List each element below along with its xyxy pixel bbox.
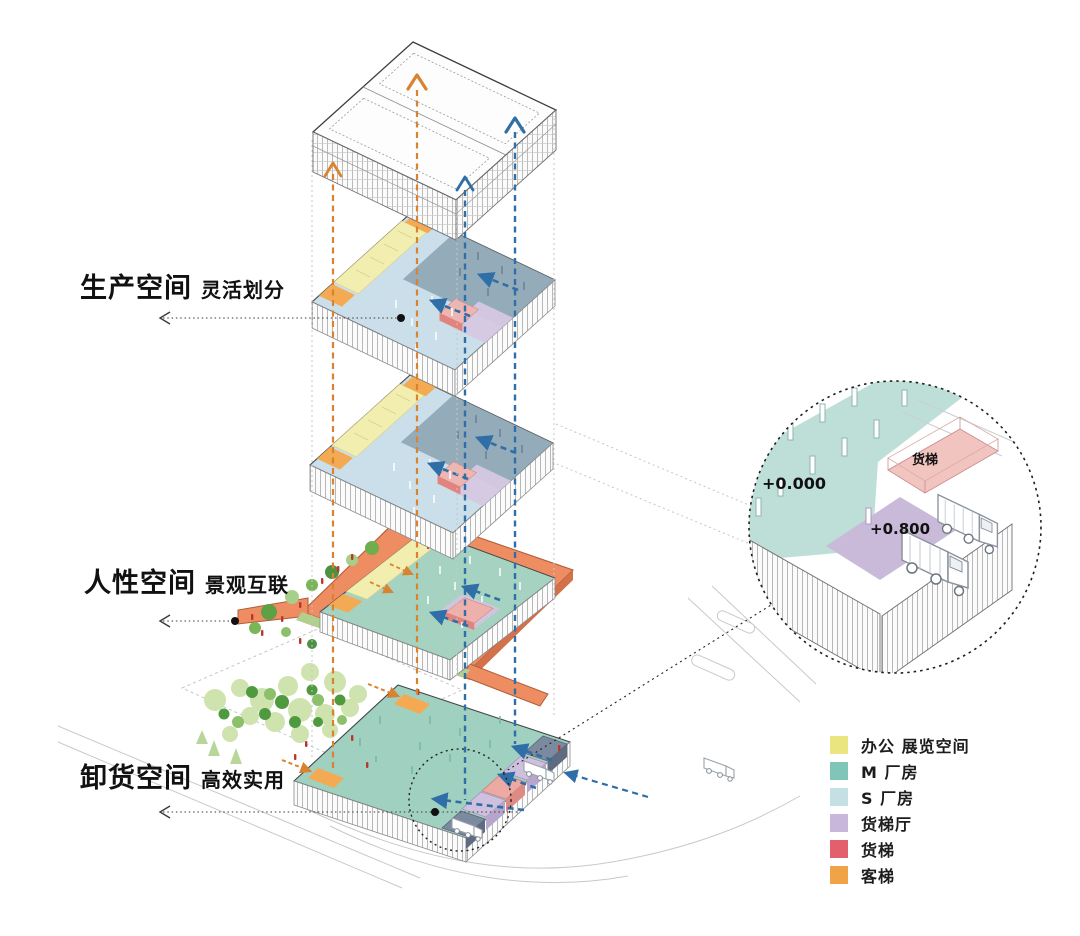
section-subtitle: 高效实用: [201, 768, 285, 792]
legend-row: M 厂房: [830, 762, 970, 782]
legend-label: 客梯: [861, 867, 896, 886]
up-arrow-orange-icon: [406, 73, 428, 91]
legend-row: S 厂房: [830, 788, 970, 808]
section-title: 生产空间: [80, 273, 192, 304]
legend-label: M 厂房: [861, 763, 919, 782]
legend-row: 货梯: [830, 840, 970, 860]
section-title: 卸货空间: [80, 763, 192, 794]
people-figures: [294, 689, 561, 768]
legend-row: 货梯厅: [830, 814, 970, 834]
legend-label: S 厂房: [861, 789, 915, 808]
leader-arrowhead-icon: [158, 311, 171, 325]
up-arrow-orange-icon: [323, 161, 343, 178]
legend: 办公 展览空间 M 厂房 S 厂房 货梯厅 货梯 客梯: [830, 736, 970, 892]
freight-flow-lines: [463, 132, 517, 800]
dock-highlight-circle: [408, 748, 512, 852]
leader-dot: [231, 617, 239, 625]
passenger-lift-marker: [308, 768, 344, 788]
production-floor-upper: [312, 212, 555, 396]
legend-label: 办公 展览空间: [861, 737, 970, 756]
detail-callout-circle: +0.000 +0.800 货梯: [748, 380, 1042, 674]
level-label-main: +0.000: [762, 474, 826, 493]
legend-label: 货梯: [861, 841, 896, 860]
legend-row: 客梯: [830, 866, 970, 886]
section-subtitle: 灵活划分: [201, 278, 285, 302]
leader-dot: [431, 808, 439, 816]
legend-label: 货梯厅: [861, 815, 913, 834]
legend-swatch-freight-lobby: [830, 814, 848, 832]
passenger-flow-lines: [331, 90, 419, 770]
leader-arrowhead-icon: [158, 805, 171, 819]
legend-swatch-m-factory: [830, 762, 848, 780]
legend-row: 办公 展览空间: [830, 736, 970, 756]
callout-border: [748, 380, 1042, 674]
section-label-humane: 人性空间景观互联: [84, 561, 289, 600]
up-arrow-blue-icon: [504, 116, 526, 134]
site-projection-lines: [180, 423, 757, 753]
section-label-unloading: 卸货空间高效实用: [80, 756, 285, 795]
section-title: 人性空间: [84, 568, 196, 599]
up-arrow-blue-icon: [455, 175, 475, 192]
passenger-lift-marker: [394, 694, 430, 714]
legend-swatch-freight-lift: [830, 840, 848, 858]
level-label-dock: +0.800: [870, 520, 930, 538]
legend-swatch-passenger-lift: [830, 866, 848, 884]
truck-icon: [703, 757, 735, 782]
leader-dot: [397, 314, 405, 322]
vertical-guides: [311, 73, 555, 800]
freight-lift-room-label: 货梯: [912, 452, 938, 468]
legend-swatch-s-factory: [830, 788, 848, 806]
roof-layer: [311, 41, 558, 242]
site-road-lines: [57, 585, 817, 889]
callout-connector-line: [502, 604, 772, 774]
unloading-layer: [281, 604, 772, 863]
section-label-production: 生产空间灵活划分: [80, 266, 285, 305]
legend-swatch-office: [830, 736, 848, 754]
label-leaders: [158, 311, 520, 819]
leader-arrowhead-icon: [158, 614, 171, 628]
section-subtitle: 景观互联: [205, 573, 289, 597]
production-floor-lower: [310, 375, 553, 559]
landscape-deck-layer: [237, 511, 575, 707]
